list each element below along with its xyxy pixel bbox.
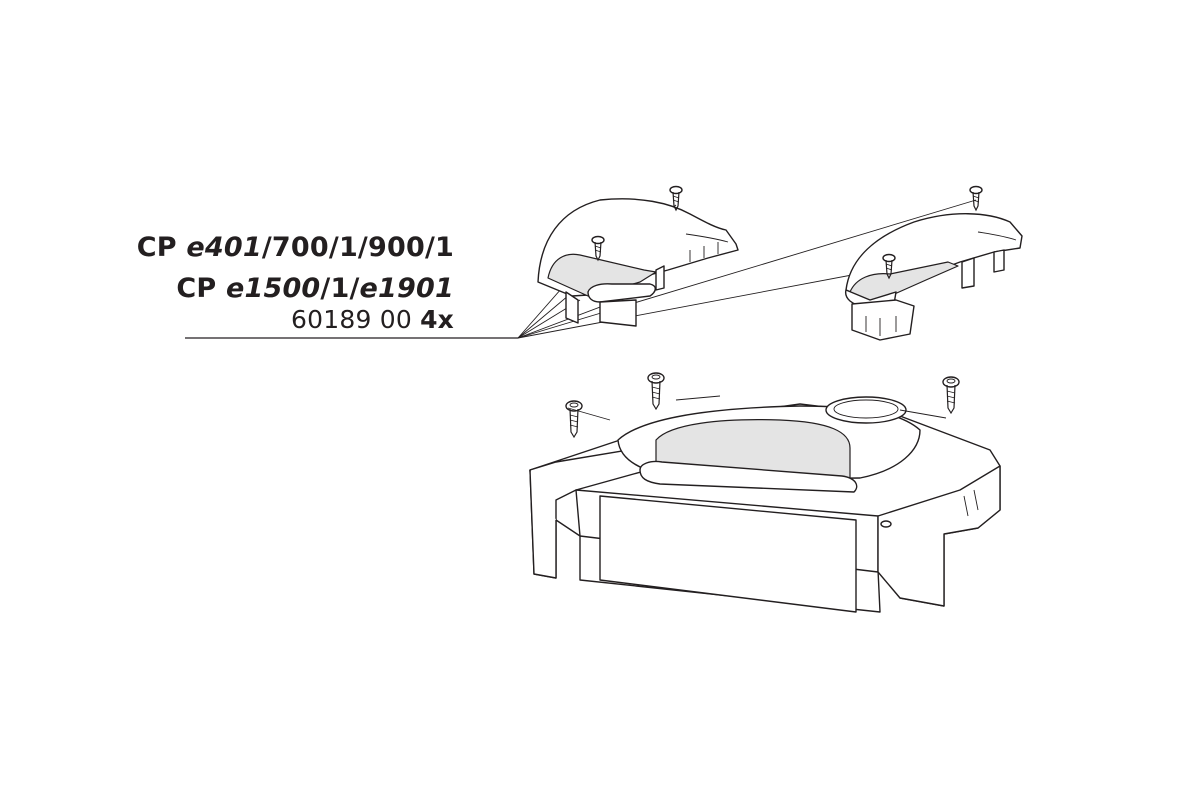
clip-left-ribs <box>689 242 719 262</box>
part-number-label: 60189 00 4x <box>291 305 454 334</box>
screw-small-2 <box>591 235 605 262</box>
housing-left-flange <box>529 469 557 579</box>
leader-to-screw-3 <box>517 199 977 339</box>
clip-left-tab <box>587 283 656 303</box>
housing-front-face <box>599 495 857 613</box>
quantity: 4x <box>420 305 454 334</box>
housing-port-inner <box>833 399 899 419</box>
model-variants: /700/1/900/1 <box>261 232 454 263</box>
clip-right-ridge <box>977 231 1017 241</box>
model-name-e1500: e1500 <box>225 273 321 304</box>
screw-small-4 <box>882 253 896 280</box>
housing-right-ribs <box>963 489 979 517</box>
screw-small-3 <box>969 185 983 212</box>
model-separator: /1/ <box>320 273 360 304</box>
leader-to-screw-4 <box>517 267 890 339</box>
screw-large-1 <box>565 400 583 439</box>
housing-right-side <box>877 465 1001 607</box>
clip-right-inner <box>849 261 959 303</box>
model-label-line-1: CP e401/700/1/900/1 <box>137 232 454 263</box>
screw-large-3 <box>942 376 960 415</box>
clip-right-ribs <box>865 316 897 336</box>
clip-right-leg-front <box>851 299 915 341</box>
screw-small-1 <box>669 185 683 212</box>
model-prefix: CP <box>136 232 187 263</box>
housing-port-outer <box>825 396 907 424</box>
pump-head-housing <box>529 395 1001 613</box>
model-name-e401: e401 <box>186 232 262 263</box>
housing-top-edges <box>567 395 947 421</box>
housing-center-rail <box>639 460 858 493</box>
housing-screw-hole <box>880 520 892 528</box>
clip-right-leg-2 <box>993 249 1005 273</box>
model-label-line-2: CP e1500/1/e1901 <box>176 273 454 304</box>
clip-part-right <box>845 213 1023 341</box>
screw-large-2 <box>647 372 665 411</box>
model-name-e1901: e1901 <box>359 273 454 304</box>
clip-right-leg-1 <box>961 257 975 289</box>
clip-part-left <box>537 198 739 327</box>
clip-left-leg-2 <box>599 299 637 327</box>
clip-left-ridge <box>685 233 729 243</box>
clip-left-leg-3 <box>655 265 665 291</box>
clip-left-leg-1 <box>565 291 579 324</box>
model-prefix-2: CP <box>176 273 226 304</box>
part-number: 60189 00 <box>291 305 421 334</box>
